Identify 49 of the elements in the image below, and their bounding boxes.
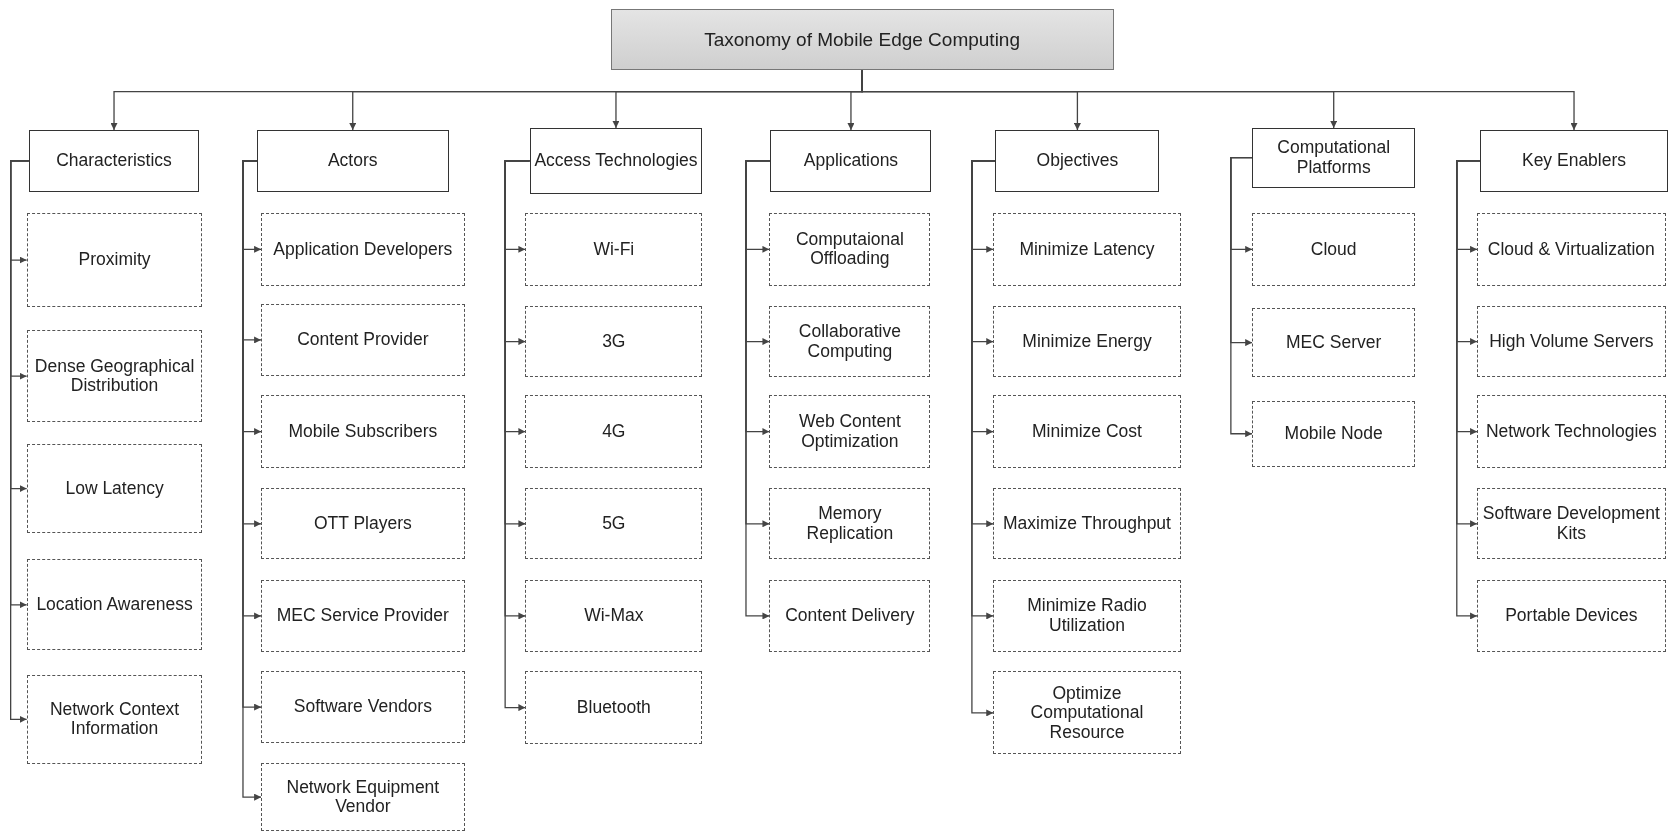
subcategory-box: MEC Server: [1252, 307, 1416, 378]
subcategory-box: Minimize Cost: [993, 395, 1181, 468]
subcategory-box: Cloud & Virtualization: [1477, 213, 1666, 286]
category-box: Applications: [770, 130, 932, 192]
subcategory-box: Location Awareness: [26, 559, 203, 651]
subcategory-box: Software Development Kits: [1477, 488, 1666, 560]
category-box: Characteristics: [28, 130, 200, 192]
subcategory-box: Software Vendors: [261, 671, 465, 743]
subcategory-box: Minimize Radio Utilization: [993, 579, 1181, 653]
subcategory-box: Bluetooth: [525, 671, 703, 744]
subcategory-box: Minimize Latency: [993, 213, 1181, 286]
subcategory-box: Portable Devices: [1477, 579, 1666, 653]
subcategory-box: High Volume Servers: [1477, 305, 1666, 378]
arrow: [10, 160, 30, 723]
subcategory-box: Network Equipment Vendor: [261, 763, 465, 832]
category-box: Computational Platforms: [1252, 127, 1416, 188]
subcategory-box: Web Content Optimization: [769, 395, 931, 468]
arrow: [1230, 157, 1253, 438]
arrow: [745, 160, 772, 620]
subcategory-box: 4G: [525, 395, 703, 468]
subcategory-box: Cloud: [1252, 213, 1416, 286]
subcategory-box: Application Developers: [261, 213, 465, 286]
subcategory-box: Computaional Offloading: [769, 213, 931, 286]
subcategory-box: Content Provider: [261, 303, 465, 377]
subcategory-box: Memory Replication: [769, 488, 931, 560]
category-box: Access Technologies: [529, 127, 703, 194]
subcategory-box: Content Delivery: [769, 579, 931, 653]
subcategory-box: Wi-Max: [525, 579, 703, 653]
subcategory-box: 3G: [525, 305, 703, 378]
arrow: [1456, 160, 1481, 620]
subcategory-box: Low Latency: [26, 444, 203, 533]
category-box: Key Enablers: [1480, 130, 1668, 192]
subcategory-box: Maximize Throughput: [993, 488, 1181, 560]
subcategory-box: Optimize Computational Resource: [993, 671, 1181, 755]
subcategory-box: Proximity: [26, 213, 203, 307]
title-box: Taxonomy of Mobile Edge Computing: [610, 8, 1114, 71]
subcategory-box: Minimize Energy: [993, 305, 1181, 378]
subcategory-box: Network Context Information: [26, 674, 203, 765]
category-box: Actors: [256, 130, 449, 192]
subcategory-box: Mobile Node: [1252, 400, 1416, 467]
subcategory-box: MEC Service Provider: [261, 579, 465, 653]
subcategory-box: Mobile Subscribers: [261, 395, 465, 468]
subcategory-box: Collaborative Computing: [769, 305, 931, 378]
subcategory-box: Network Technologies: [1477, 395, 1666, 468]
subcategory-box: OTT Players: [261, 488, 465, 560]
subcategory-box: Wi-Fi: [525, 213, 703, 286]
subcategory-box: Dense Geographical Distribution: [26, 330, 203, 422]
subcategory-box: 5G: [525, 488, 703, 560]
category-box: Objectives: [995, 130, 1160, 192]
